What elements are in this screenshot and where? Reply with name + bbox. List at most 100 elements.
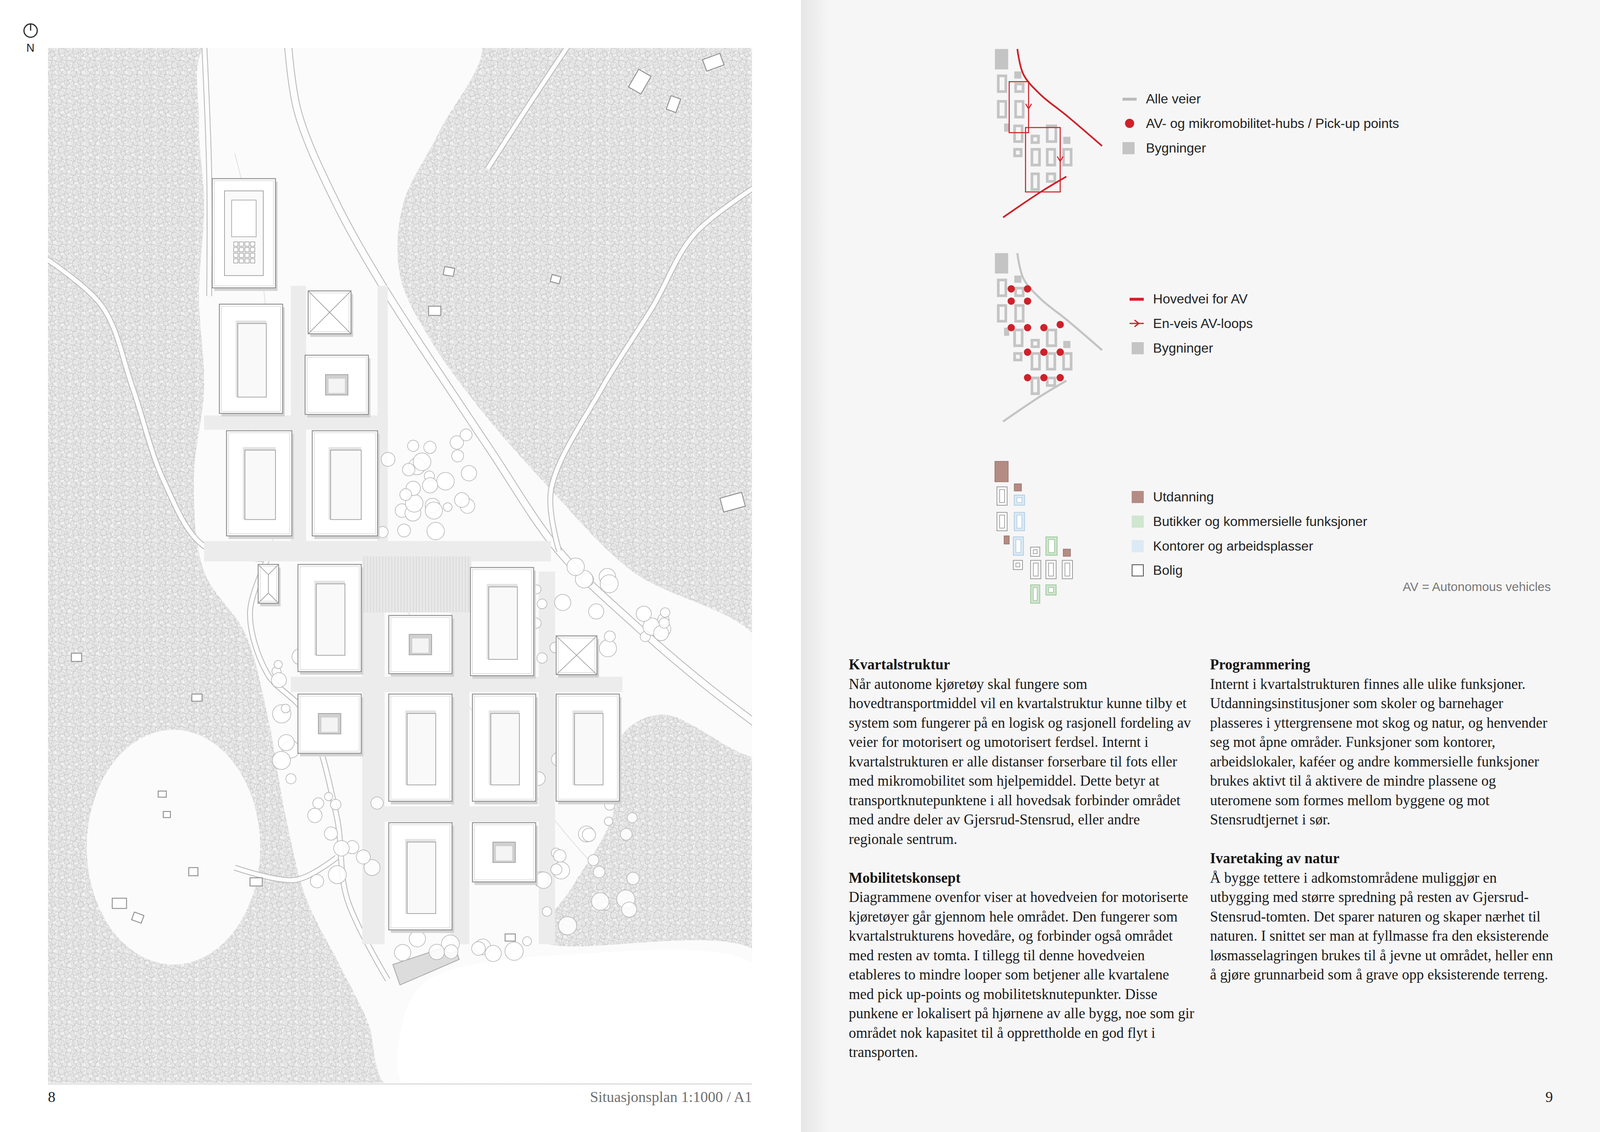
building: [297, 564, 364, 675]
mini-courtyard: [1017, 102, 1023, 116]
mini-courtyard: [999, 306, 1005, 320]
hub-dot: [1023, 297, 1032, 305]
courtyard-shadow: [572, 710, 603, 785]
skylight: [250, 258, 255, 263]
plaza-hatch: [397, 556, 399, 613]
mini-courtyard: [999, 515, 1005, 528]
tree: [451, 449, 464, 462]
courtyard: [237, 323, 267, 397]
mini-courtyard: [1015, 331, 1021, 345]
tree: [271, 672, 287, 688]
legend-row: Alle veier: [1122, 90, 1201, 109]
tree: [542, 906, 552, 917]
road-line: [1017, 252, 1103, 350]
house: [505, 933, 515, 941]
plaza-hatch: [412, 556, 414, 613]
plaza-hatch: [437, 556, 438, 613]
mini-courtyard: [1048, 539, 1055, 553]
tree: [627, 812, 638, 823]
mini-building: [1045, 560, 1056, 579]
road-surface: [204, 47, 210, 296]
legend-label: Bolig: [1152, 562, 1183, 578]
plaza-hatch: [416, 556, 417, 613]
mini-building: [995, 49, 1009, 70]
plaza-hatch: [385, 556, 386, 613]
label-holder: 9: [1545, 1087, 1553, 1106]
plaza-hatch: [370, 556, 371, 613]
tree: [587, 854, 599, 866]
building-roof: [219, 304, 283, 414]
tree: [536, 652, 548, 663]
mini-courtyard: [1017, 289, 1023, 295]
plaza-hatch: [455, 556, 457, 613]
plaza-hatch: [458, 556, 460, 613]
mini-building: [1013, 124, 1024, 143]
house: [158, 790, 167, 798]
north-label: N: [24, 41, 37, 55]
courtyard: [407, 841, 436, 913]
mini-courtyard: [1033, 549, 1038, 554]
tree: [550, 863, 563, 875]
school-inner: [224, 190, 264, 276]
tree: [591, 892, 610, 910]
courtyard-shadow: [314, 580, 345, 655]
legend-line-sample: [1129, 295, 1145, 304]
plaza-hatch: [407, 556, 408, 613]
north-needle: [30, 24, 32, 31]
courtyard-shadow: [328, 447, 362, 520]
tree: [620, 828, 633, 840]
mini-courtyard: [1048, 127, 1055, 140]
tree: [324, 826, 338, 840]
legend-label: Kontorer og arbeidsplasser: [1152, 538, 1313, 554]
plaza-hatch: [364, 556, 365, 613]
roof-ridge: [576, 635, 598, 656]
tree: [454, 492, 470, 508]
mini-courtyard: [1065, 150, 1070, 164]
tree: [312, 797, 324, 809]
body-text: Å bygge tettere i adkomstområdene muligg…: [1210, 868, 1556, 985]
skylight: [250, 241, 255, 246]
house: [188, 867, 198, 876]
plaza-hatch: [388, 556, 389, 613]
legend-sample-box: [1131, 536, 1153, 555]
building: [472, 822, 538, 885]
tree: [461, 465, 477, 481]
hub-dot: [1007, 323, 1015, 332]
tree: [554, 594, 571, 611]
roof-ridge: [267, 574, 269, 593]
roof-ridge: [329, 290, 351, 313]
courtyard: [412, 638, 429, 653]
tree: [333, 840, 350, 856]
courtyard: [490, 713, 520, 785]
road-edge: [487, 47, 572, 169]
mini-courtyard: [1017, 306, 1023, 320]
roof-ridge: [258, 564, 269, 575]
mini-courtyard: [1015, 127, 1021, 140]
mini-building: [1014, 275, 1022, 283]
legend-sample-box: [1122, 138, 1146, 158]
mini-building: [997, 304, 1008, 323]
av-loop: [1025, 127, 1060, 192]
plaza-hatch: [422, 556, 423, 613]
mini-courtyard: [1015, 150, 1020, 155]
legend-sample-box: [1131, 561, 1153, 580]
courtyard: [316, 583, 345, 655]
plaza-hatch: [428, 556, 429, 613]
building: [472, 693, 538, 804]
mini-courtyard: [999, 77, 1005, 90]
tree: [599, 639, 617, 657]
hub-dot: [1023, 285, 1032, 293]
label-holder: Situasjonsplan 1:1000 / A1: [590, 1087, 753, 1106]
site-plan: [47, 47, 753, 1083]
plaza-hatch: [449, 556, 450, 613]
hub-dot: [1007, 297, 1015, 305]
mini-building: [997, 512, 1008, 531]
tree: [660, 607, 670, 618]
roof-edge: [390, 617, 450, 672]
roof-edge: [260, 566, 277, 601]
mini-courtyard: [999, 102, 1005, 116]
tree: [659, 617, 670, 628]
road-surface: [550, 183, 753, 552]
mini-building: [1063, 340, 1071, 348]
abbreviation-note: AV = Autonomous vehicles: [1402, 579, 1552, 595]
